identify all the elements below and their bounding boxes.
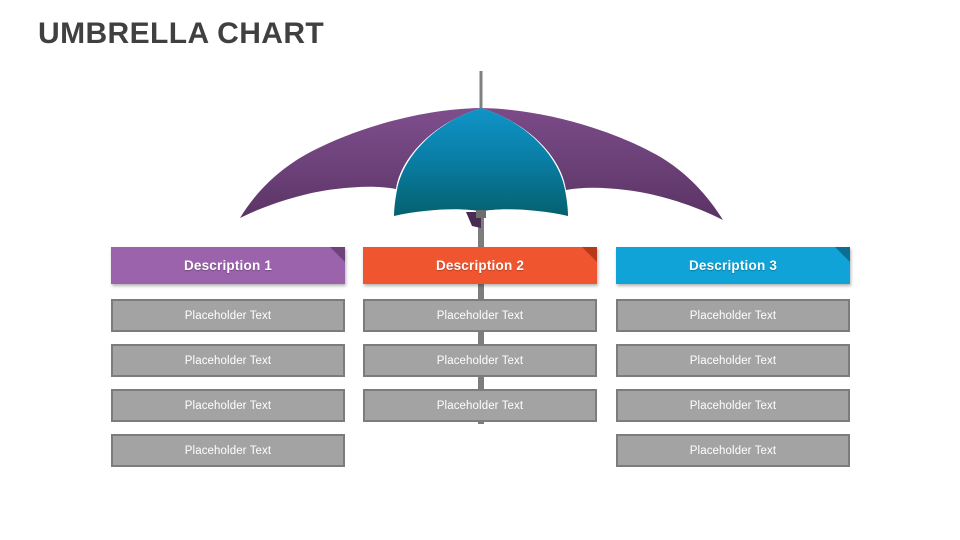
row-label: Placeholder Text — [689, 309, 777, 322]
banner-description-3[interactable]: Description 3 — [616, 247, 850, 284]
row-box[interactable]: Placeholder Text — [363, 344, 597, 377]
row-box[interactable]: Placeholder Text — [616, 434, 850, 467]
row-list: Placeholder Text Placeholder Text Placeh… — [111, 299, 345, 467]
row-label: Placeholder Text — [689, 444, 777, 457]
banner-fold-icon — [835, 247, 850, 262]
canopy-panel-purple-left — [240, 108, 481, 218]
banner-description-1[interactable]: Description 1 — [111, 247, 345, 284]
umbrella-pole-upper — [479, 71, 483, 201]
canopy-panel-teal-center — [394, 108, 568, 216]
row-box[interactable]: Placeholder Text — [363, 299, 597, 332]
banner-label: Description 1 — [183, 258, 273, 273]
row-list: Placeholder Text Placeholder Text Placeh… — [616, 299, 850, 467]
row-box[interactable]: Placeholder Text — [616, 389, 850, 422]
row-label: Placeholder Text — [436, 309, 524, 322]
banner-label: Description 2 — [435, 258, 525, 273]
row-label: Placeholder Text — [184, 309, 272, 322]
row-box[interactable]: Placeholder Text — [111, 434, 345, 467]
banner-description-2[interactable]: Description 2 — [363, 247, 597, 284]
banner-fold-icon — [330, 247, 345, 262]
row-label: Placeholder Text — [436, 354, 524, 367]
banner-label: Description 3 — [688, 258, 778, 273]
canopy-panel-purple-right — [481, 108, 723, 220]
row-label: Placeholder Text — [689, 354, 777, 367]
row-label: Placeholder Text — [689, 399, 777, 412]
umbrella-pole-collar — [476, 210, 486, 218]
page-title: UMBRELLA CHART — [38, 17, 325, 50]
row-box[interactable]: Placeholder Text — [111, 344, 345, 377]
row-box[interactable]: Placeholder Text — [616, 344, 850, 377]
row-box[interactable]: Placeholder Text — [616, 299, 850, 332]
column-description-3: Description 3 Placeholder Text Placehold… — [616, 247, 850, 479]
column-description-2: Description 2 Placeholder Text Placehold… — [363, 247, 597, 434]
row-box[interactable]: Placeholder Text — [363, 389, 597, 422]
row-box[interactable]: Placeholder Text — [111, 299, 345, 332]
row-box[interactable]: Placeholder Text — [111, 389, 345, 422]
banner-fold-icon — [582, 247, 597, 262]
column-description-1: Description 1 Placeholder Text Placehold… — [111, 247, 345, 479]
row-label: Placeholder Text — [184, 399, 272, 412]
row-label: Placeholder Text — [184, 444, 272, 457]
row-label: Placeholder Text — [184, 354, 272, 367]
row-label: Placeholder Text — [436, 399, 524, 412]
row-list: Placeholder Text Placeholder Text Placeh… — [363, 299, 597, 422]
canopy-rib-tip — [466, 212, 481, 228]
